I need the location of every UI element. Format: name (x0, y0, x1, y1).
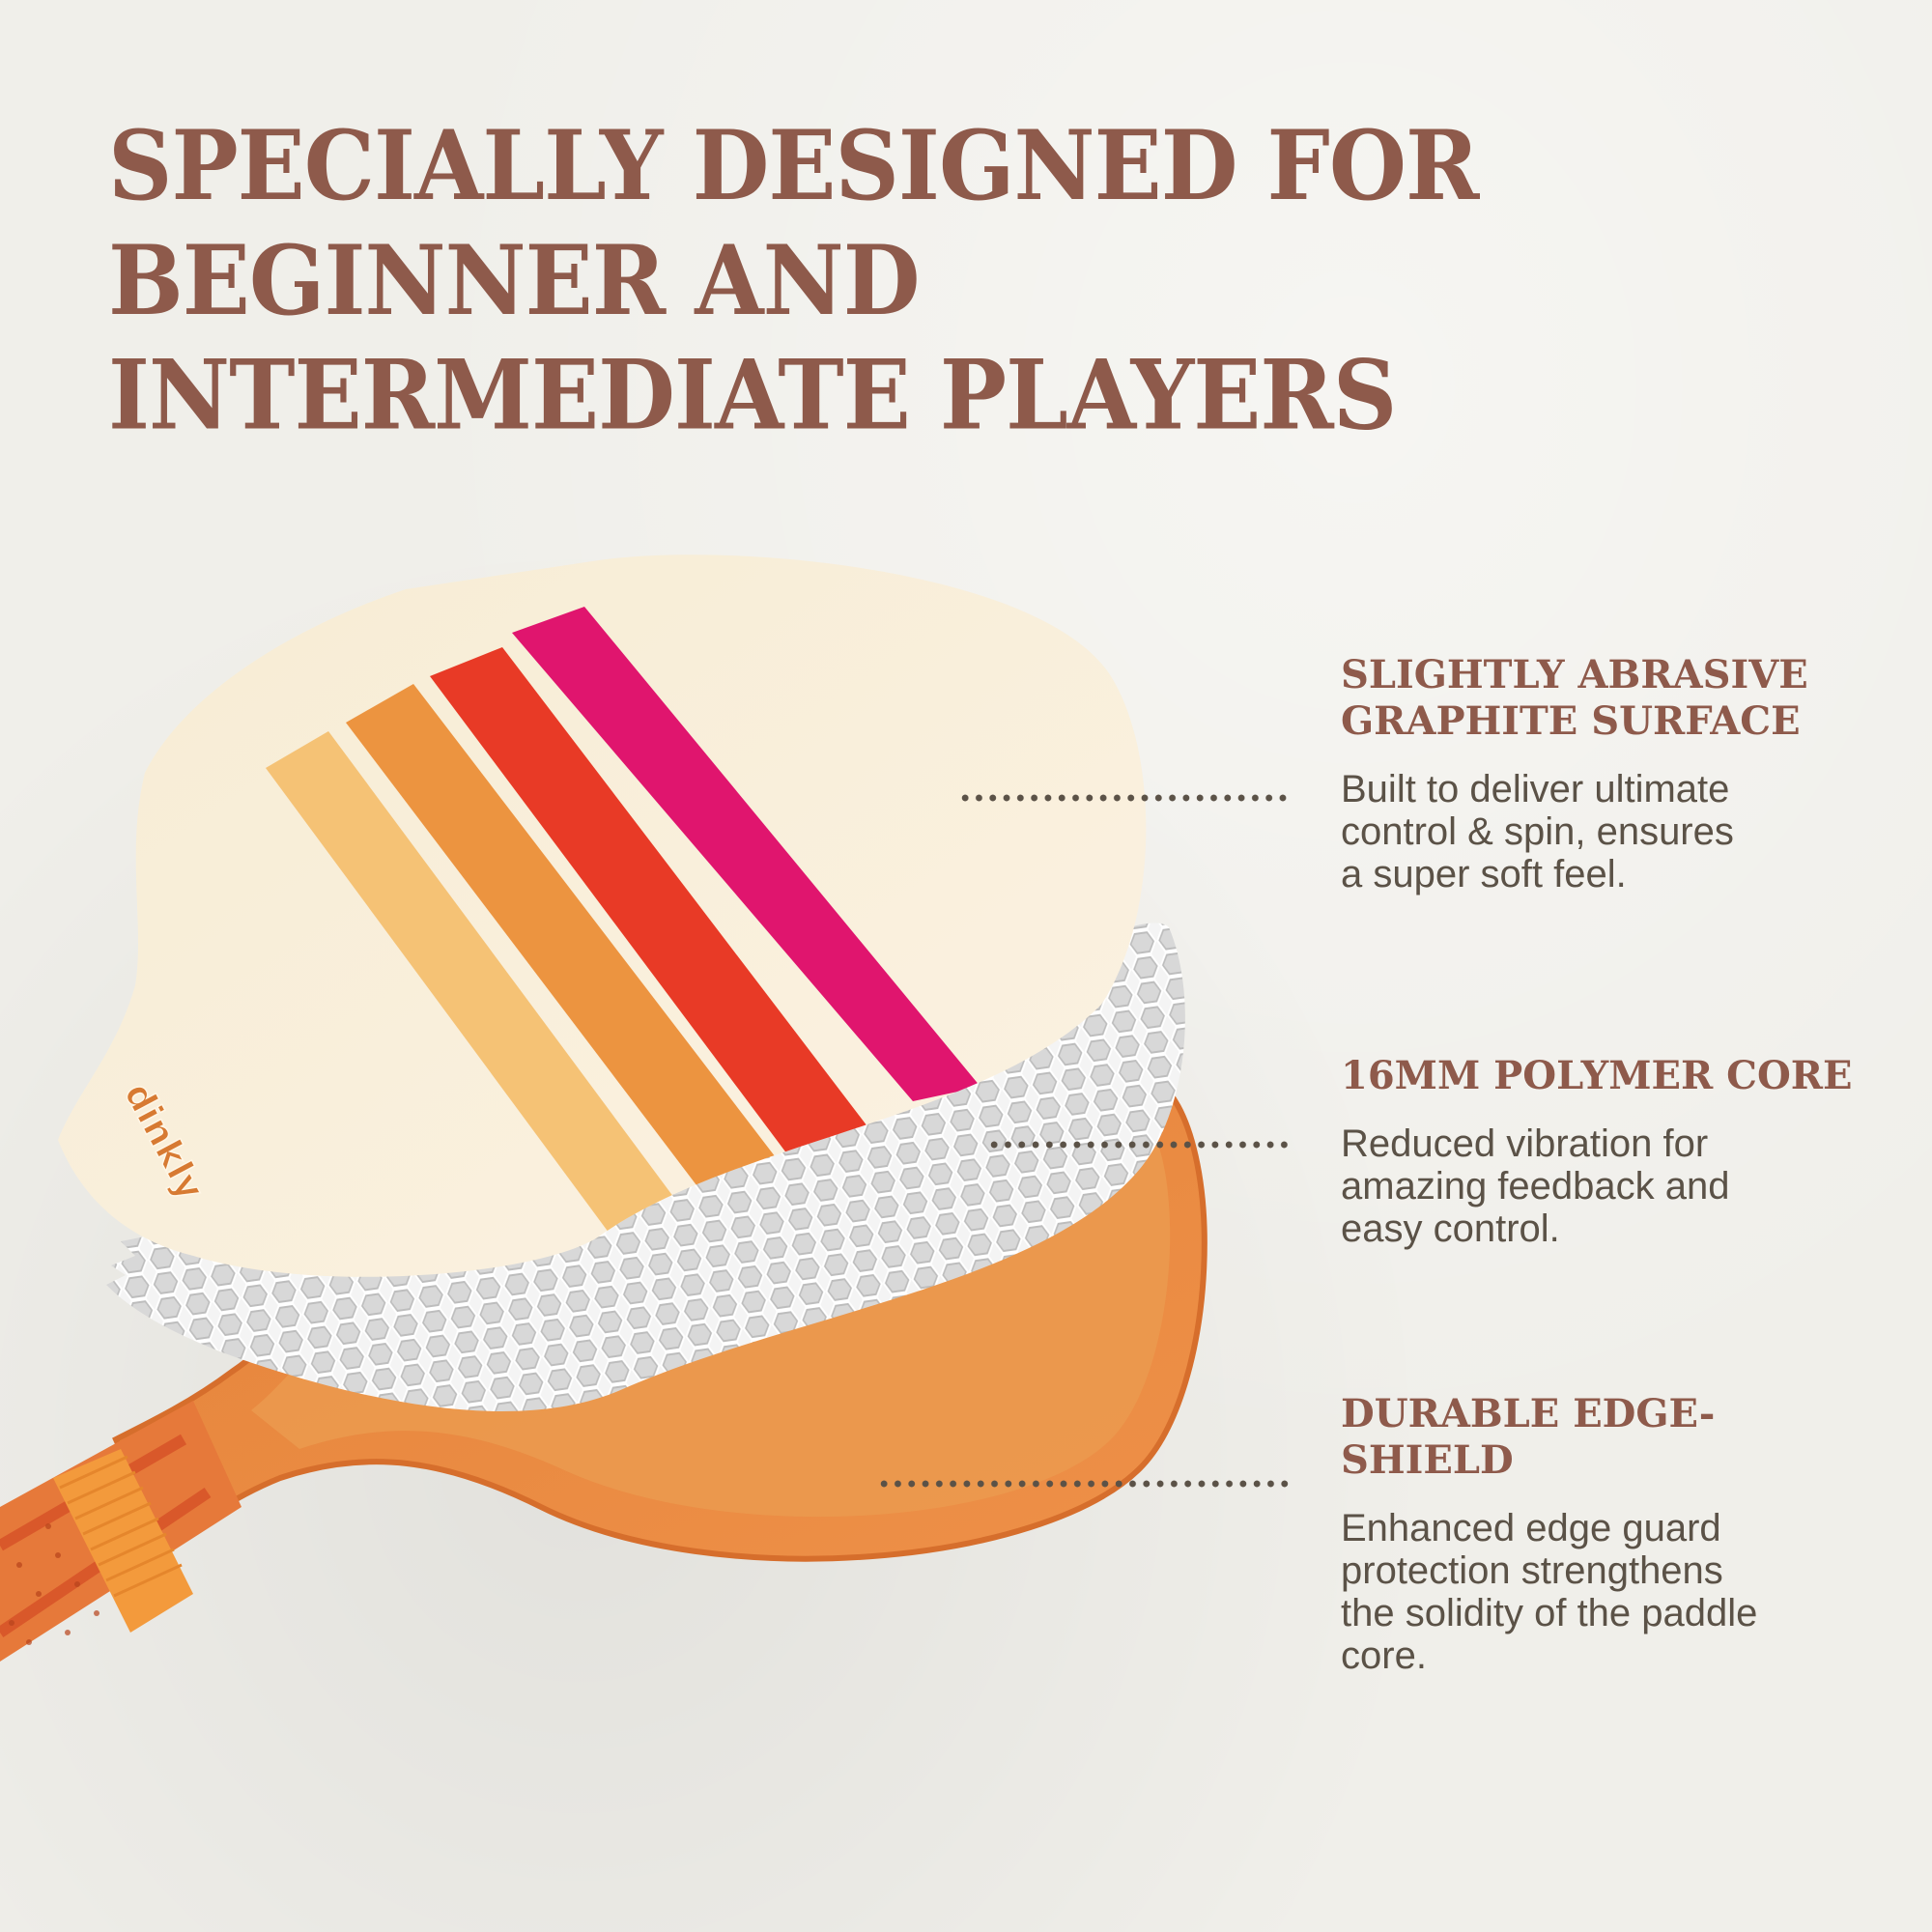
feature-desc-line: a super soft feel. (1341, 853, 1627, 895)
feature-title-line: 16MM POLYMER CORE (1341, 1053, 1853, 1098)
graphite-face-layer (58, 554, 1147, 1277)
handle-grip (0, 1401, 242, 1662)
feature-description: Built to deliver ultimate control & spin… (1341, 768, 1882, 895)
feature-desc-line: easy control. (1341, 1208, 1560, 1250)
leader-line-core (987, 1141, 1291, 1149)
headline-line-2: BEGINNER AND (108, 223, 921, 337)
feature-title: SLIGHTLY ABRASIVE GRAPHITE SURFACE (1341, 652, 1882, 745)
feature-graphite-surface: SLIGHTLY ABRASIVE GRAPHITE SURFACE Built… (1341, 652, 1882, 895)
headline-line-1: SPECIALLY DESIGNED FOR (108, 109, 1479, 222)
feature-title-line: GRAPHITE SURFACE (1341, 698, 1801, 744)
feature-desc-line: Built to deliver ultimate (1341, 768, 1730, 810)
paddle-exploded-illustration: dinkly (0, 554, 1208, 1662)
feature-description: Reduced vibration for amazing feedback a… (1341, 1122, 1882, 1250)
feature-title-line: SLIGHTLY ABRASIVE (1341, 652, 1808, 697)
feature-desc-line: core. (1341, 1634, 1427, 1677)
feature-desc-line: the solidity of the paddle (1341, 1592, 1758, 1634)
feature-description: Enhanced edge guard protection strengthe… (1341, 1507, 1882, 1677)
leader-line-surface (958, 794, 1291, 802)
feature-desc-line: protection strengthens (1341, 1549, 1723, 1592)
feature-title: 16MM POLYMER CORE (1341, 1053, 1882, 1099)
page-headline: SPECIALLY DESIGNED FOR BEGINNER AND INTE… (108, 108, 1479, 452)
feature-edge-shield: DURABLE EDGE-SHIELD Enhanced edge guard … (1341, 1391, 1882, 1677)
feature-desc-line: amazing feedback and (1341, 1165, 1730, 1208)
feature-desc-line: control & spin, ensures (1341, 810, 1734, 853)
headline-line-3: INTERMEDIATE PLAYERS (108, 338, 1397, 452)
feature-title: DURABLE EDGE-SHIELD (1341, 1391, 1882, 1484)
feature-desc-line: Reduced vibration for (1341, 1122, 1709, 1165)
feature-title-line: DURABLE EDGE-SHIELD (1341, 1391, 1716, 1483)
feature-polymer-core: 16MM POLYMER CORE Reduced vibration for … (1341, 1053, 1882, 1250)
leader-line-edge (877, 1480, 1291, 1488)
feature-desc-line: Enhanced edge guard (1341, 1507, 1721, 1549)
